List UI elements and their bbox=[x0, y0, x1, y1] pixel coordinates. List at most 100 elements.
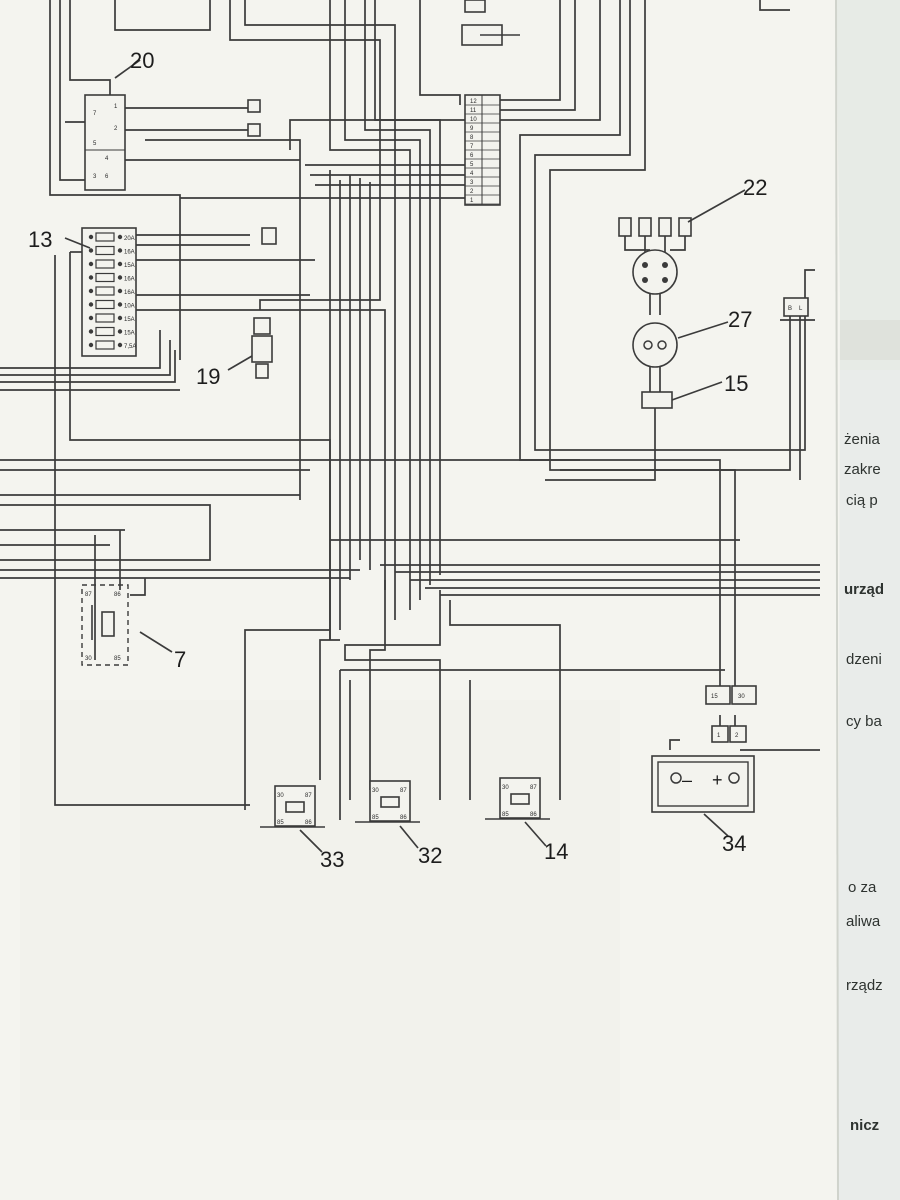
relay32-t86: 86 bbox=[400, 815, 407, 821]
fuse bbox=[95, 272, 115, 283]
socket-pin-l: L bbox=[799, 306, 803, 312]
fuse bbox=[95, 245, 115, 256]
fuse-terminal bbox=[88, 234, 94, 240]
plug34-2: 2 bbox=[735, 733, 739, 739]
relay32-t30: 30 bbox=[372, 788, 379, 794]
fuse-terminal bbox=[117, 234, 123, 240]
battery-34 bbox=[651, 755, 755, 813]
callout-34: 34 bbox=[722, 831, 746, 856]
plug34-15: 15 bbox=[711, 694, 718, 700]
relay7-t87: 87 bbox=[85, 592, 92, 598]
fuse-rating-label: 20A bbox=[124, 236, 135, 242]
connector20-pin-6: 6 bbox=[105, 174, 109, 180]
callout-33: 33 bbox=[320, 847, 344, 872]
side-text-2: zakre bbox=[844, 461, 881, 478]
fuse bbox=[95, 299, 115, 310]
callout-27: 27 bbox=[728, 307, 752, 332]
relay-32 bbox=[355, 780, 420, 823]
plug34-30: 30 bbox=[738, 694, 745, 700]
side-text-8: aliwa bbox=[846, 913, 881, 930]
fuse-terminal bbox=[88, 261, 94, 267]
strip-pin-label: 10 bbox=[470, 117, 477, 123]
strip-pin-label: 9 bbox=[470, 126, 474, 132]
fuse-terminal bbox=[88, 288, 94, 294]
callout-7: 7 bbox=[174, 647, 186, 672]
fuse-terminal bbox=[88, 302, 94, 307]
fuse-rating-label: 10A bbox=[124, 304, 135, 310]
strip-pin-label: 12 bbox=[470, 99, 477, 105]
battery-minus: – bbox=[682, 770, 692, 790]
fuse-terminal bbox=[88, 342, 94, 348]
callout-20: 20 bbox=[130, 48, 154, 73]
fuse bbox=[95, 326, 115, 337]
side-text-10: nicz bbox=[850, 1117, 879, 1134]
fuse-terminal bbox=[117, 288, 123, 294]
terminal-plugs bbox=[247, 0, 520, 245]
leader-27 bbox=[677, 321, 729, 339]
battery-plus: + bbox=[712, 770, 723, 790]
relay14-t30: 30 bbox=[502, 785, 509, 791]
relay-33 bbox=[260, 785, 325, 828]
side-text-5: dzeni bbox=[846, 651, 882, 668]
underlying-page-edge bbox=[836, 320, 900, 360]
fuse-terminal bbox=[88, 275, 94, 280]
component-19 bbox=[251, 317, 273, 379]
leader-15 bbox=[671, 381, 723, 401]
fuse bbox=[95, 340, 115, 350]
fuse-terminal bbox=[117, 329, 123, 334]
connector-20 bbox=[84, 94, 126, 191]
relay32-t85: 85 bbox=[372, 815, 379, 821]
fuse bbox=[95, 232, 115, 242]
connector20-pin-5: 5 bbox=[93, 141, 97, 147]
strip-pin-label: 7 bbox=[470, 144, 474, 150]
component-27 bbox=[632, 322, 678, 368]
fuse-terminal bbox=[88, 248, 94, 253]
relay7-t30: 30 bbox=[85, 656, 92, 662]
fuse-terminal bbox=[117, 248, 123, 253]
fuse bbox=[95, 286, 115, 296]
fuse-rating-label: 16A bbox=[124, 250, 135, 256]
side-text-4: urząd bbox=[844, 581, 884, 598]
relay14-t85: 85 bbox=[502, 812, 509, 818]
component-15 bbox=[641, 391, 673, 409]
callout-32: 32 bbox=[418, 843, 442, 868]
leader-7 bbox=[139, 631, 173, 653]
underlying-page bbox=[838, 370, 900, 1200]
leader-32 bbox=[399, 825, 419, 849]
leader-33 bbox=[299, 829, 323, 853]
leader-34 bbox=[703, 813, 729, 837]
strip-pin-label: 11 bbox=[470, 108, 477, 114]
connector20-pin-4: 4 bbox=[105, 156, 109, 162]
fuse-terminal bbox=[117, 261, 123, 267]
connector20-pin-1: 1 bbox=[114, 104, 118, 110]
strip-pin-label: 2 bbox=[470, 189, 474, 195]
leader-20 bbox=[114, 59, 141, 79]
relay14-t87: 87 bbox=[530, 785, 537, 791]
relay32-t87: 87 bbox=[400, 788, 407, 794]
fuse-rating-label: 16A bbox=[124, 290, 135, 296]
plug34-1: 1 bbox=[717, 733, 721, 739]
connector20-pin-7: 7 bbox=[93, 111, 97, 117]
strip-pin-label: 6 bbox=[470, 153, 474, 159]
plug-34 bbox=[705, 685, 757, 743]
strip-pin-label: 1 bbox=[470, 198, 474, 204]
fuse-terminal bbox=[117, 302, 123, 307]
connector20-pin-2: 2 bbox=[114, 126, 118, 132]
relay7-t85: 85 bbox=[114, 656, 121, 662]
leader-19 bbox=[227, 355, 253, 371]
fuse-terminal bbox=[88, 315, 94, 321]
fuse-rating-label: 15A bbox=[124, 331, 135, 337]
fuse-rating-label: 16A bbox=[124, 277, 135, 283]
fuse-terminal bbox=[117, 315, 123, 321]
strip-pin-label: 4 bbox=[470, 171, 474, 177]
leader-22 bbox=[687, 189, 746, 223]
relay14-t86: 86 bbox=[530, 812, 537, 818]
socket-bl bbox=[783, 297, 809, 317]
leader-14 bbox=[524, 821, 547, 847]
fuse-rating-label: 7,5A bbox=[124, 344, 136, 350]
fuse-terminal bbox=[117, 342, 123, 348]
fuse-terminal bbox=[117, 275, 123, 280]
callout-15: 15 bbox=[724, 371, 748, 396]
